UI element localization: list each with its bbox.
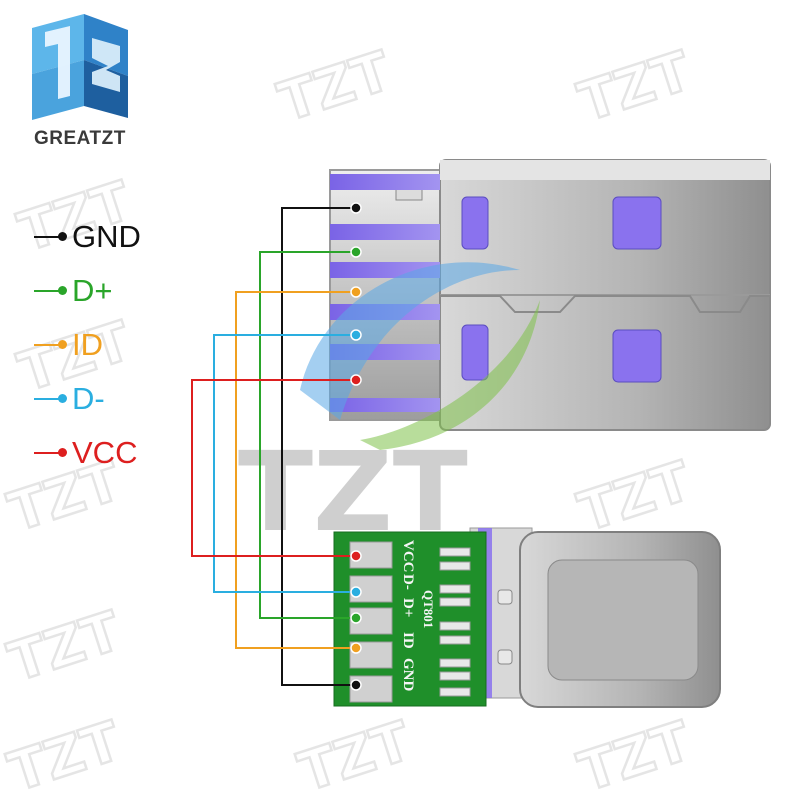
dot-pcb-id bbox=[350, 642, 362, 654]
legend-dot bbox=[58, 448, 67, 457]
dot-usba-dminus bbox=[350, 329, 362, 341]
watermark: TZT bbox=[571, 449, 698, 544]
brand-logo bbox=[32, 14, 128, 120]
legend-line bbox=[34, 398, 60, 400]
dot-pcb-dminus bbox=[350, 586, 362, 598]
watermark: TZT bbox=[571, 39, 698, 134]
legend-dot bbox=[58, 340, 67, 349]
legend-label-id: ID bbox=[72, 327, 103, 362]
legend-label-gnd: GND bbox=[72, 219, 141, 254]
legend-dot bbox=[58, 232, 67, 241]
pcb-board: VCC D- D+ ID GND QT801 bbox=[333, 531, 487, 707]
watermark: TZT bbox=[1, 599, 128, 694]
silk-vcc: VCC bbox=[400, 540, 416, 573]
legend-dot bbox=[58, 286, 67, 295]
wire-gnd bbox=[281, 207, 356, 686]
dot-usba-id bbox=[350, 286, 362, 298]
legend-line bbox=[34, 344, 60, 346]
legend-dot bbox=[58, 394, 67, 403]
watermark: TZT bbox=[571, 709, 698, 800]
dot-usba-gnd bbox=[350, 202, 362, 214]
wire-dplus bbox=[259, 251, 356, 619]
wire-vcc bbox=[191, 379, 356, 557]
dot-usba-vcc bbox=[350, 374, 362, 386]
usb-c-connector bbox=[469, 527, 721, 708]
brand-name: GREATZT bbox=[34, 128, 126, 149]
wire-dminus bbox=[213, 334, 356, 593]
pcb-pads bbox=[349, 541, 393, 703]
legend-line bbox=[34, 290, 60, 292]
wires bbox=[191, 207, 356, 686]
silk-part-code: QT801 bbox=[421, 590, 436, 628]
dot-pcb-vcc bbox=[350, 550, 362, 562]
watermark: TZT bbox=[1, 709, 128, 800]
legend-label-dplus: D+ bbox=[72, 273, 113, 308]
dot-pcb-dplus bbox=[350, 612, 362, 624]
watermark: TZT bbox=[271, 39, 398, 134]
silk-dminus: D- bbox=[400, 574, 416, 590]
dot-pcb-gnd bbox=[350, 679, 362, 691]
connection-dots bbox=[350, 202, 362, 691]
pcb-silkscreen: VCC D- D+ ID GND QT801 bbox=[400, 540, 436, 692]
legend-label-dminus: D- bbox=[72, 381, 105, 416]
legend-line bbox=[34, 236, 60, 238]
silk-id: ID bbox=[400, 632, 416, 649]
silk-gnd: GND bbox=[400, 658, 416, 692]
dot-usba-dplus bbox=[350, 246, 362, 258]
pcb-fingers bbox=[439, 547, 471, 697]
legend-line bbox=[34, 452, 60, 454]
legend-label-vcc: VCC bbox=[72, 435, 138, 470]
watermark: TZT bbox=[291, 709, 418, 800]
silk-dplus: D+ bbox=[400, 598, 416, 617]
wire-id bbox=[235, 291, 356, 649]
